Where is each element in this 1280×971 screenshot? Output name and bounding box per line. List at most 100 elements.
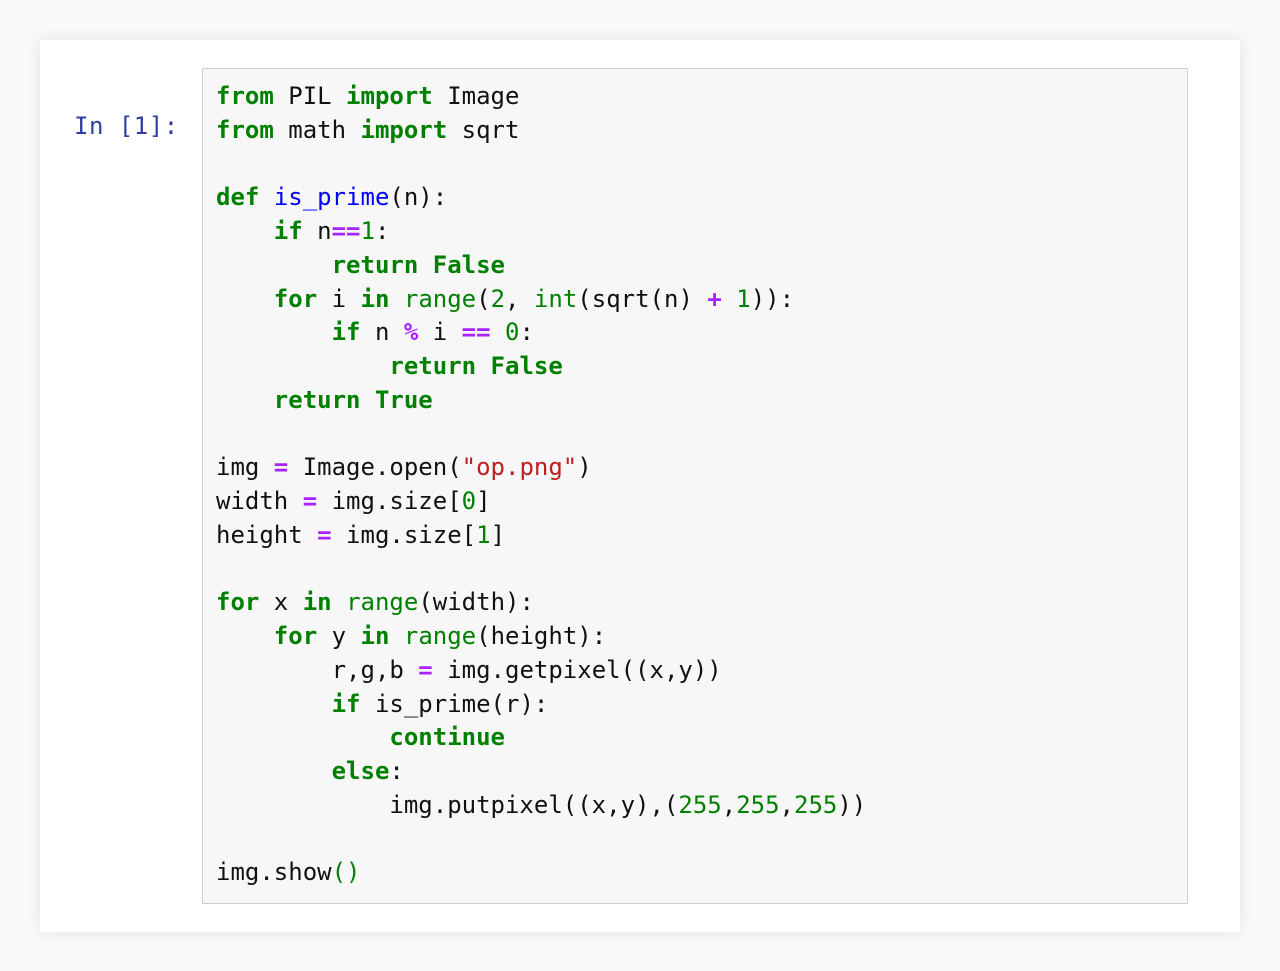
code-token: [418, 251, 432, 279]
code-line: height = img.size[1]: [216, 519, 866, 553]
code-token: y: [317, 622, 361, 650]
code-token: range: [346, 588, 419, 617]
code-token: )):: [750, 284, 795, 313]
code-token: in: [360, 622, 390, 650]
code-token: Image: [432, 82, 520, 110]
code-token: img: [216, 453, 274, 482]
code-token: r,g,b: [216, 655, 419, 684]
code-token: [216, 318, 332, 346]
code-token: n: [360, 318, 404, 347]
code-line: return False: [216, 350, 866, 384]
code-token: [216, 723, 389, 751]
code-token: import: [346, 82, 433, 110]
code-token: sqrt: [447, 115, 520, 144]
code-token: ,: [721, 790, 737, 819]
code-token: %: [403, 318, 419, 347]
code-token: [361, 386, 375, 414]
code-token: from: [216, 115, 274, 144]
code-token: img.size[: [331, 520, 477, 549]
code-token: if: [331, 318, 361, 347]
code-token: for: [273, 622, 318, 650]
code-token: 2: [490, 284, 506, 313]
code-line: if n==1:: [216, 215, 866, 249]
input-prompt: In [1]:: [74, 112, 179, 140]
code-token: in: [302, 588, 332, 617]
code-token: (height):: [476, 622, 607, 650]
code-token: 255: [794, 790, 838, 819]
code-token: 255: [678, 790, 722, 819]
code-token: if: [273, 217, 303, 245]
code-token: :: [519, 318, 534, 347]
code-line: ​: [216, 823, 866, 857]
code-token: [216, 386, 274, 414]
code-token: ,: [779, 790, 794, 819]
code-token: img.getpixel((x,y)): [432, 655, 722, 684]
code-token: [216, 690, 332, 718]
code-token: img.size[: [317, 487, 462, 515]
code-line: if n % i == 0:: [216, 316, 866, 350]
code-token: =: [273, 453, 289, 482]
code-token: True: [374, 385, 433, 414]
code-token: ]: [476, 487, 491, 515]
code-token: [216, 217, 274, 245]
code-line: continue: [216, 721, 866, 755]
code-token: [476, 352, 490, 380]
code-token: return: [273, 385, 361, 414]
code-token: ==: [461, 318, 491, 347]
code-token: [216, 285, 274, 313]
code-token: [332, 588, 346, 616]
code-line: ​: [216, 418, 866, 452]
code-line: for x in range(width):: [216, 586, 866, 620]
code-token: [491, 318, 505, 346]
code-token: height: [216, 520, 318, 549]
code-token: ): [577, 453, 592, 482]
code-token: [389, 622, 403, 650]
code-token: [389, 285, 403, 313]
code-token: [259, 183, 273, 211]
code-token: (width):: [418, 588, 534, 617]
code-token: range: [403, 284, 477, 313]
code-token: PIL: [273, 82, 347, 110]
code-line: return False: [216, 249, 866, 283]
code-token: img.show: [216, 858, 332, 887]
code-token: =: [317, 520, 332, 549]
code-token: 255: [736, 790, 780, 819]
code-token: :: [389, 757, 404, 785]
code-token: i: [418, 318, 462, 347]
code-token: :: [374, 217, 390, 245]
code-line: ​: [216, 148, 866, 182]
code-token: is_prime: [273, 183, 390, 212]
code-token: def: [216, 183, 260, 212]
code-line: else:: [216, 755, 866, 789]
code-line: for y in range(height):: [216, 620, 866, 654]
code-token: =: [418, 655, 433, 684]
code-token: False: [432, 250, 505, 279]
code-line: if is_prime(r):: [216, 688, 866, 722]
code-token: ]: [490, 520, 506, 549]
code-token: "op.png": [461, 453, 578, 482]
code-token: range: [403, 622, 477, 650]
code-line: ​: [216, 553, 866, 587]
code-token: int: [533, 284, 578, 313]
code-token: return: [389, 352, 477, 380]
code-token: for: [216, 588, 260, 617]
code-token: [216, 352, 389, 380]
code-line: r,g,b = img.getpixel((x,y)): [216, 654, 866, 688]
code-token: for: [273, 284, 318, 313]
code-token: from: [216, 82, 274, 110]
code-token: return: [331, 250, 419, 279]
code-line: img = Image.open("op.png"): [216, 451, 866, 485]
code-token: (): [331, 858, 361, 887]
code-token: 0: [461, 487, 477, 515]
code-token: 1: [736, 284, 751, 313]
code-token: is_prime(r):: [360, 689, 549, 718]
code-line: from PIL import Image: [216, 80, 866, 114]
code-token: n: [302, 217, 332, 245]
code-token: [216, 757, 332, 785]
code-token: continue: [389, 723, 505, 752]
code-token: [216, 622, 274, 650]
